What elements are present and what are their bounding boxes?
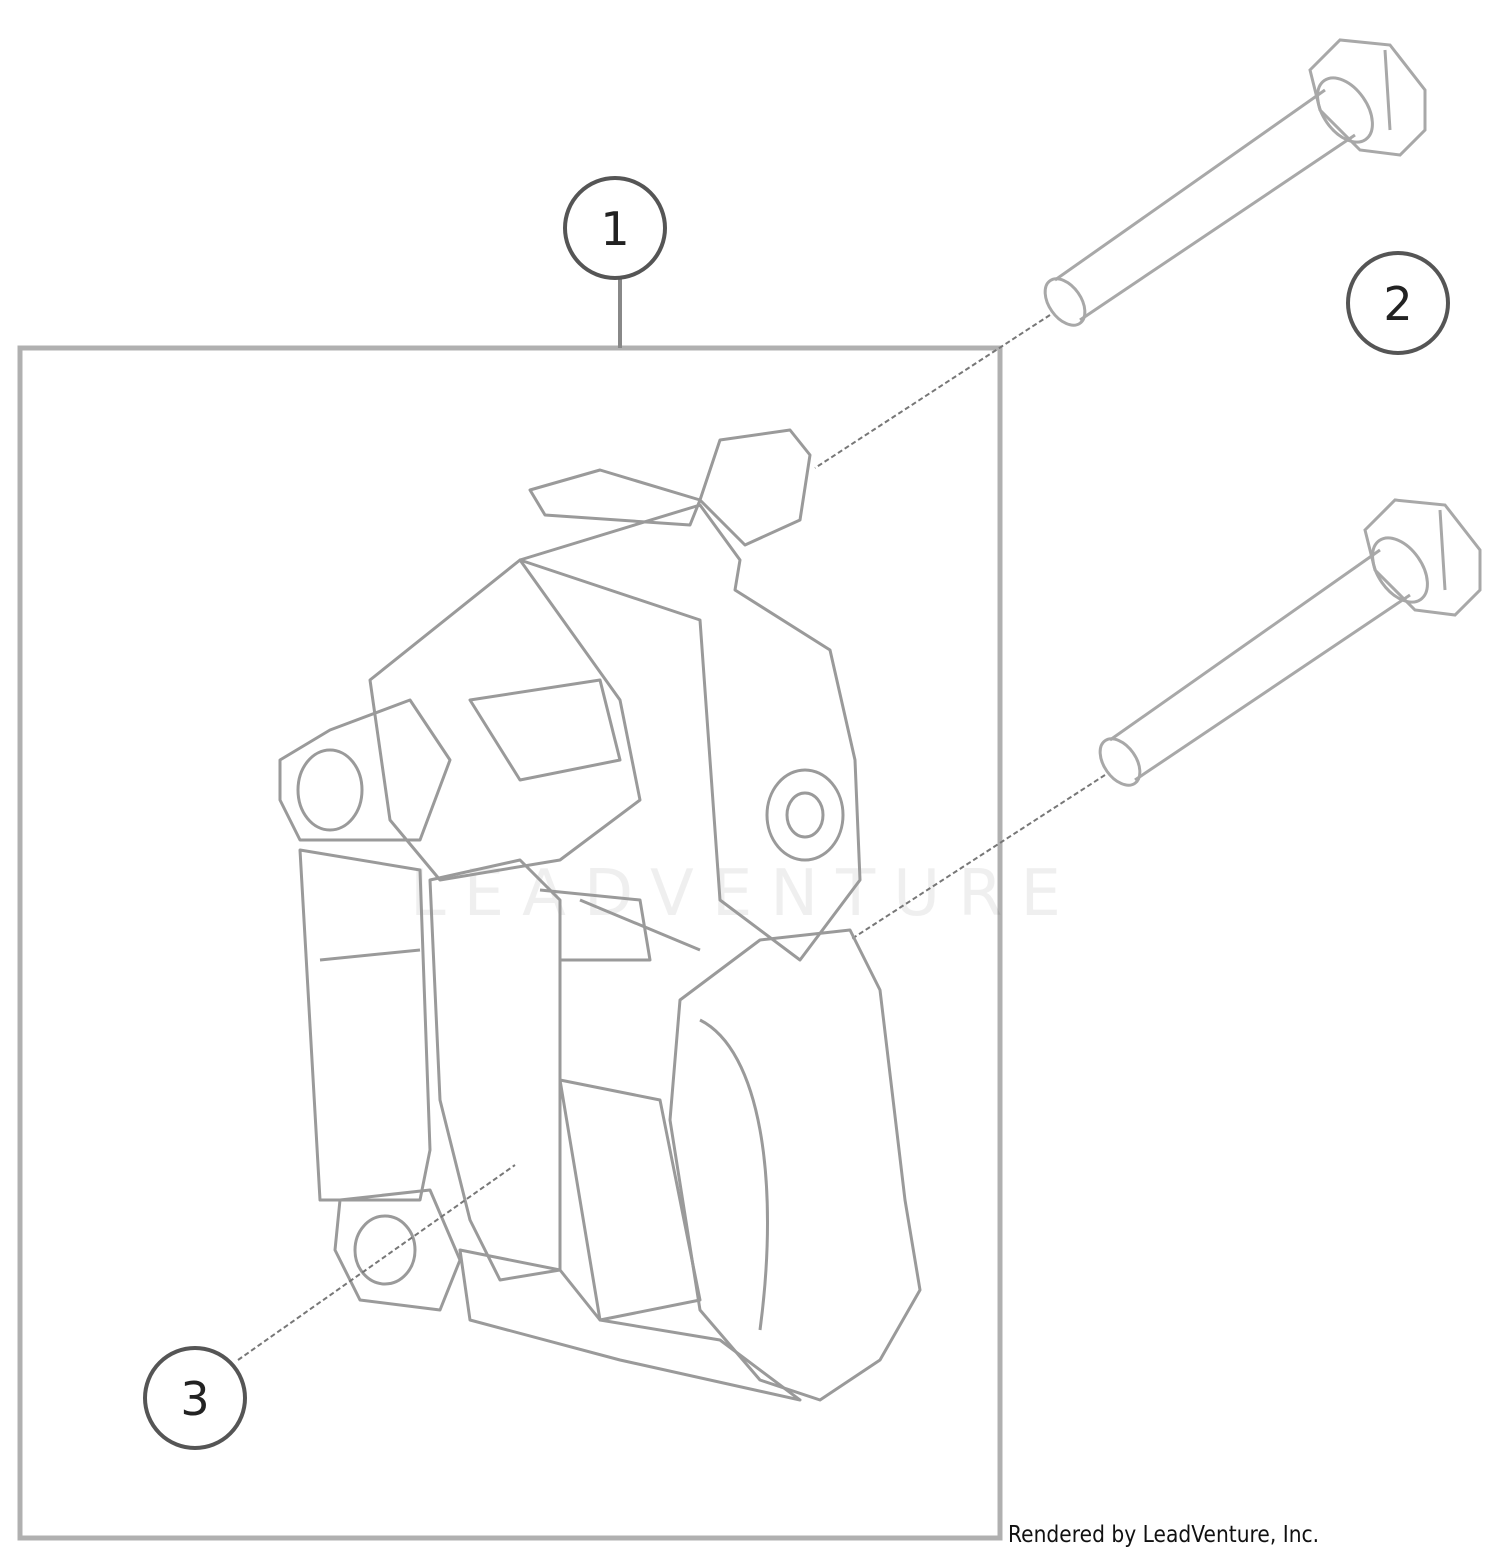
callout-1[interactable]: 1	[563, 176, 667, 348]
callout-2[interactable]: 2	[1346, 251, 1450, 355]
brake-pad	[428, 858, 562, 1282]
caliper-body[interactable]	[278, 428, 922, 1402]
callout-1-label: 1	[600, 202, 629, 256]
assembly-frame	[17, 345, 1003, 1541]
bolt-lower-axis	[849, 774, 1106, 941]
callout-3-label: 3	[180, 1372, 209, 1426]
bolt-upper[interactable]	[1037, 38, 1427, 332]
watermark: LEADVENTURE	[410, 857, 1079, 931]
bolt-lower[interactable]	[1092, 498, 1482, 792]
callout-3[interactable]: 3	[143, 1164, 516, 1450]
callout-2-label: 2	[1383, 277, 1412, 331]
bolt-upper-axis	[814, 314, 1051, 469]
render-credit: Rendered by LeadVenture, Inc.	[1008, 1522, 1320, 1548]
